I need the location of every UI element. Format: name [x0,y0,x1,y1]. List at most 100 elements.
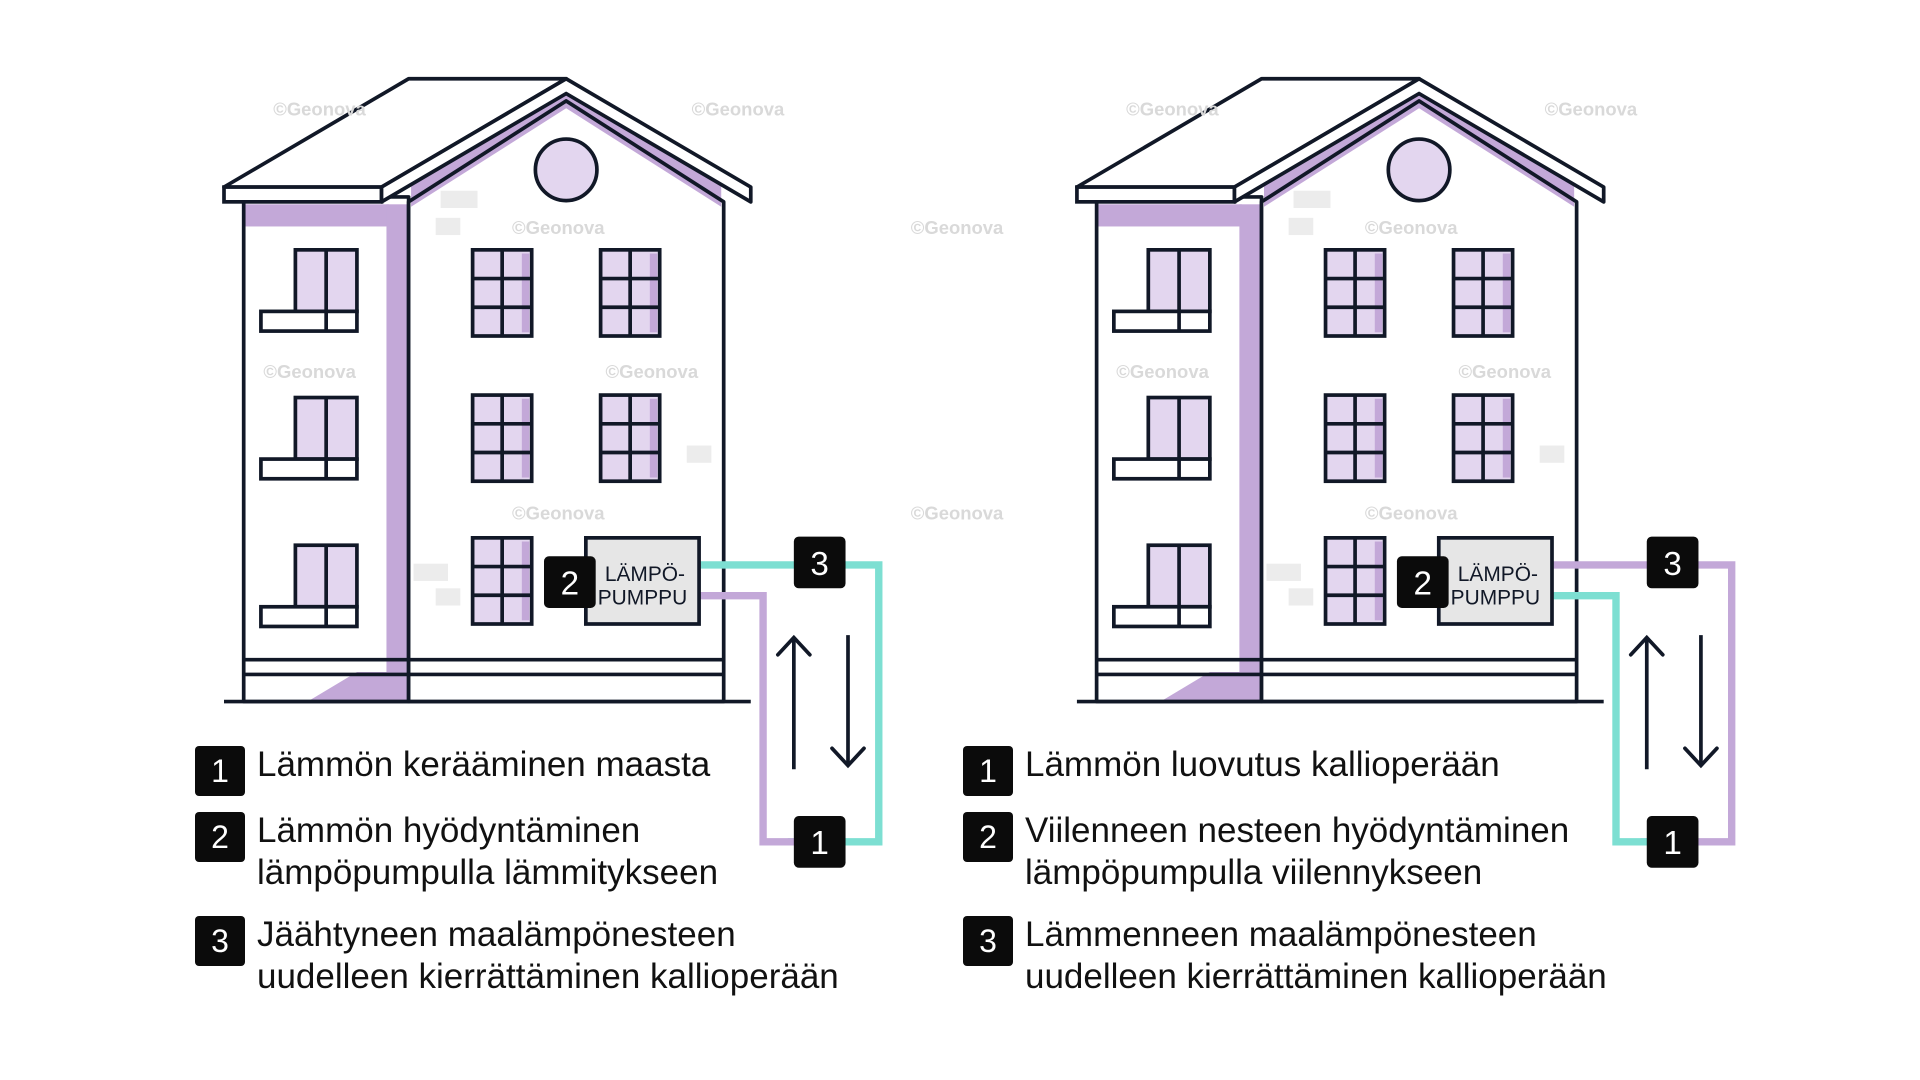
roof-eave [1075,185,1237,204]
diagram-root: LÄMPÖ-PUMPPU231©Geonova©Geonova©Geonova©… [222,76,1736,868]
watermark: ©Geonova [1116,361,1209,382]
left-wing-side-shadow [386,204,409,673]
brick-mark [440,190,478,209]
watermark: ©Geonova [911,502,1004,523]
loop-top-badge-box [793,536,846,589]
legend-number-badge: 2 [963,812,1013,862]
window-shade [1374,398,1383,478]
legend-text: Lämmön kerääminen maasta [257,744,710,786]
window-shade [521,398,530,478]
balcony-rail-3 [1112,604,1212,629]
watermark: ©Geonova [692,99,785,120]
legend-item-1: 1 Lämmön kerääminen maasta [195,744,710,796]
window-shade [649,253,658,333]
balcony-rail-1 [1112,309,1212,333]
legend-line: uudelleen kierrättäminen kallioperään [1025,957,1607,996]
loop-bottom-badge: 1 [1663,825,1681,862]
brick-mark [413,563,449,581]
window-shade [1374,541,1383,621]
flow-arrow-up-head [776,634,812,657]
left-wing-side-shadow [1239,204,1262,673]
ground-shadow [307,672,409,702]
watermark: ©Geonova [512,502,605,523]
legend-number-badge: 1 [195,746,245,796]
balcony-rail-3 [259,604,359,629]
brick-mark [435,217,461,236]
brick-mark [1539,445,1565,463]
legend-line: Viilenneen nesteen hyödyntäminen [1025,811,1570,850]
legend-line: Lämmenneen maalämpönesteen [1025,915,1537,954]
balcony-rail-2 [259,457,359,481]
brick-mark [435,588,461,606]
pipe-lower [699,592,813,846]
loop-bottom-badge-box [1646,816,1699,868]
legend-number-badge: 2 [195,812,245,862]
round-window [1386,137,1452,203]
legend-line: uudelleen kierrättäminen kallioperään [257,957,839,996]
loop-top-badge: 3 [810,546,828,583]
roof-right [379,76,753,204]
legend-text: Lämmön luovutus kallioperään [1025,744,1500,786]
flow-arrow-down-head [830,746,866,769]
window-shade [649,398,658,478]
watermark: ©Geonova [1365,502,1458,523]
window-shade [521,253,530,333]
watermark: ©Geonova [263,361,356,382]
flow-arrow-up-head [1628,634,1665,657]
loop-top-badge: 3 [1663,546,1681,583]
window-shade [521,541,530,621]
heat-pump-badge: 2 [1414,565,1432,602]
heat-pump-label-2: PUMPPU [598,586,687,609]
brick-mark [1266,563,1301,581]
watermark: ©Geonova [911,217,1004,238]
legend-line: Jäähtyneen maalämpönesteen [257,915,736,954]
left-wing-shadow [1096,204,1242,227]
watermark: ©Geonova [273,99,366,120]
loop-bottom-badge-box [793,816,846,868]
building-1: LÄMPÖ-PUMPPU231©Geonova©Geonova©Geonova©… [222,76,883,868]
watermark: ©Geonova [606,361,699,382]
pipe-lower [1552,592,1666,846]
watermark: ©Geonova [1126,99,1219,120]
ground-shadow [1160,672,1262,702]
heat-pump-label-2: PUMPPU [1451,586,1540,609]
balcony-rail-1 [259,309,359,333]
loop-top-badge-box [1646,536,1699,589]
brick-mark [1288,217,1314,236]
flow-arrow-down-head [1683,746,1719,769]
roof-eave [222,185,384,204]
watermark: ©Geonova [512,217,605,238]
brick-mark [686,445,712,463]
loop-bottom-badge: 1 [810,825,828,862]
legend-item-1: 1 Lämmön luovutus kallioperään [963,744,1500,796]
window-shade [1502,398,1511,478]
watermark: ©Geonova [1458,361,1551,382]
heat-pump-label-1: LÄMPÖ- [605,563,685,586]
legend-line: lämpöpumpulla lämmitykseen [257,853,719,892]
round-window [533,137,599,203]
roof-right [1232,76,1606,204]
brick-mark [1288,588,1314,606]
window-shade [1374,253,1383,333]
heat-pump-badge-box [544,556,596,608]
balcony-rail-2 [1112,457,1212,481]
heat-pump-label-1: LÄMPÖ- [1458,563,1538,586]
heat-pump-badge-box [1396,556,1449,608]
brick-mark [1293,190,1331,209]
watermark: ©Geonova [1545,99,1638,120]
legend-line: Lämmön hyödyntäminen [257,811,641,850]
legend-line: Lämmön luovutus kallioperään [1025,745,1500,784]
heat-pump-box [1436,536,1554,626]
legend-number-badge: 1 [963,746,1013,796]
building-2: LÄMPÖ-PUMPPU 2 3 1 ©Geonova ©Geonova ©Geonova ©… [1075,76,1736,868]
legend-number-badge: 3 [195,916,245,966]
